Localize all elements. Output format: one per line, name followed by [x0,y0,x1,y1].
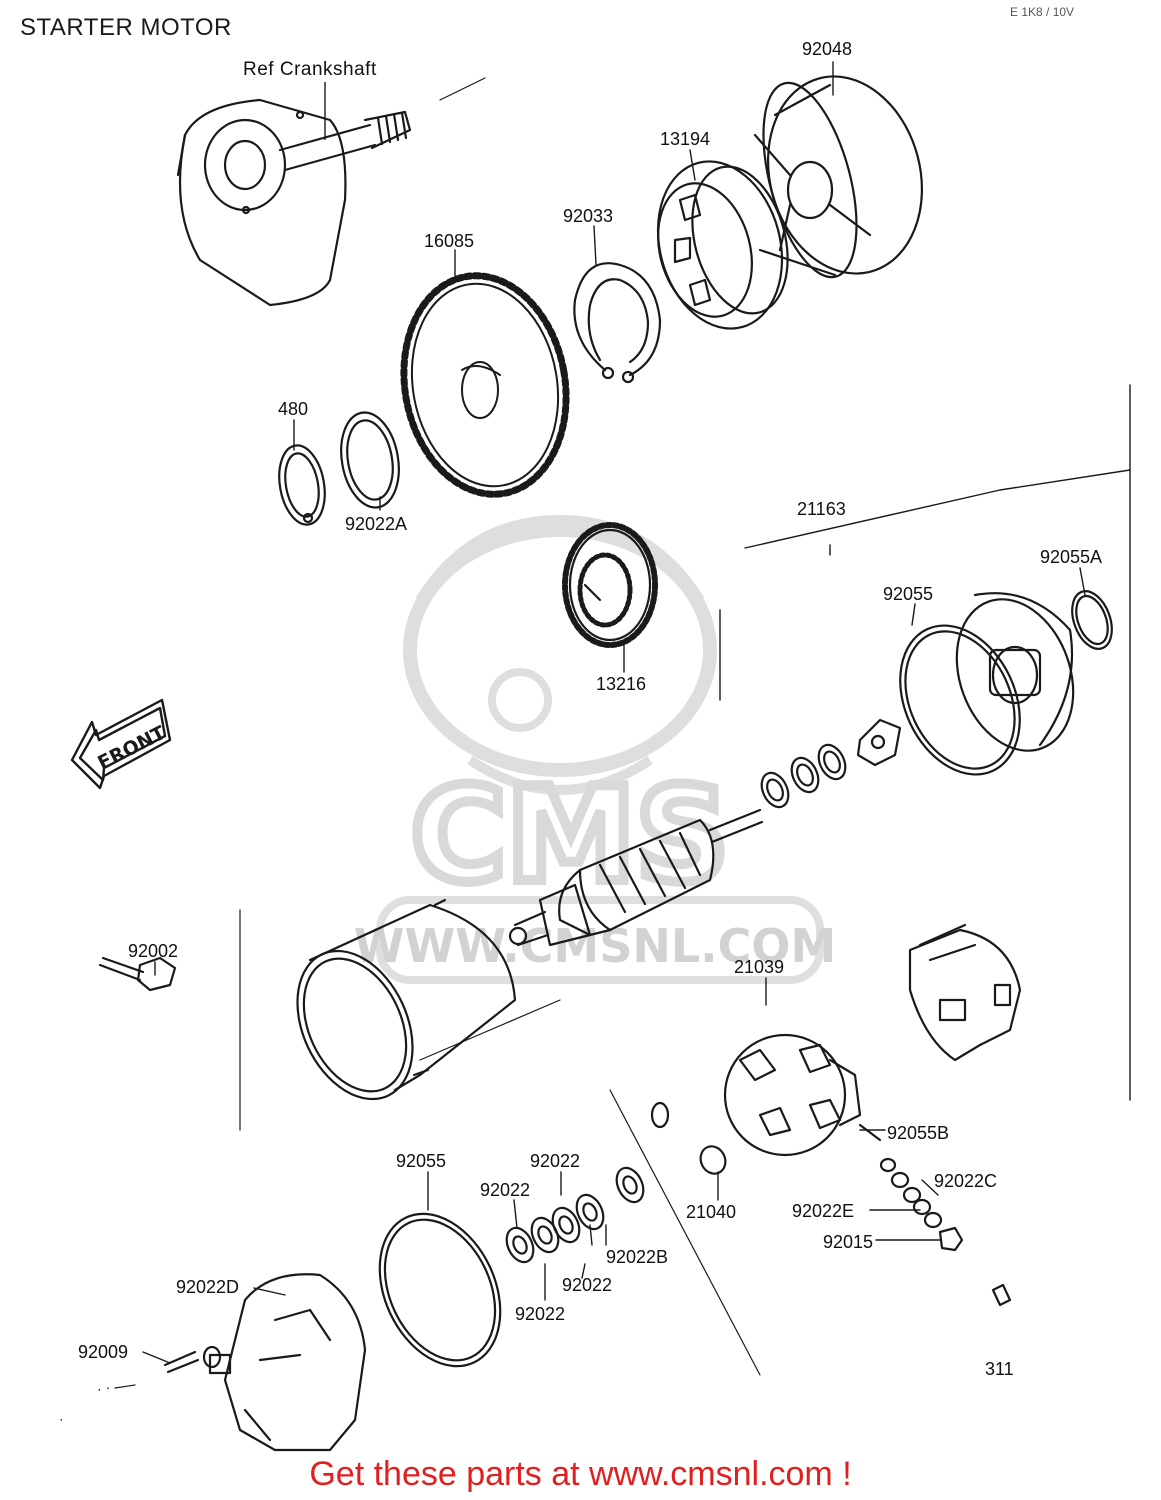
stray-marks: · · · [58,1381,112,1429]
brush-cover [908,923,1022,1062]
page-code: E 1K8 / 10V [1010,5,1075,19]
page-title: STARTER MOTOR [20,14,232,41]
callout: 92015 [823,1232,874,1252]
assembly-bracket-21163 [719,384,1131,1101]
watermark-logo [376,514,824,984]
callout: 21039 [734,957,785,977]
callout: 92022 [480,1180,531,1200]
starter-yoke [296,898,517,1101]
part-13216-reduction-gear [562,522,658,648]
part-13194-one-way-clutch [656,160,789,330]
callout: 21163 [797,499,846,519]
ref-crankshaft-label: Ref Crankshaft [243,59,377,80]
end-cover [955,592,1075,752]
callout: 92022B [606,1247,669,1267]
part-480-circlip [278,444,326,526]
footer-cta-link[interactable]: Get these parts at www.cmsnl.com ! [309,1455,852,1493]
part-92055-o-ring-upper [899,624,1021,776]
construction-lines [114,77,761,1389]
callout: 92055 [883,584,934,604]
part-92033-circlip [573,262,662,384]
callout: 92048 [802,39,853,59]
front-cover [208,1273,367,1452]
callout: 92022 [515,1304,566,1324]
callout: 92055B [887,1123,950,1143]
watermark-logo-text: CMS [411,759,729,911]
part-92002-bolt [98,956,177,992]
callout: 92033 [563,206,614,226]
part-92055A-seal [1071,590,1113,650]
callout: 92055 [396,1151,447,1171]
part-92055-o-ring-lower [378,1212,502,1368]
callout: 92022D [176,1277,240,1297]
leader-lines [142,61,1086,1364]
callout: 21040 [686,1202,737,1222]
callout: 92022 [530,1151,581,1171]
callout: 13216 [596,674,647,694]
armature-shims [760,718,902,809]
part-16085-idle-gear [400,272,570,498]
callout: 92022 [562,1275,613,1295]
crankcase-cover [176,98,347,307]
svg-text:· ·: · · [96,1381,112,1399]
part-92048-clutch-drum [753,75,924,279]
callout: 92002 [128,941,179,961]
part-21039-brush-holder [723,1033,882,1157]
callout: 92022C [934,1171,998,1191]
watermark-site: WWW.CMSNL.COM [354,919,837,973]
callout: 92022A [345,514,408,534]
lower-washers-92022 [505,1166,645,1264]
part-21040-brush [650,1101,727,1175]
callout: 13194 [660,129,711,149]
armature [508,808,764,947]
callout: 92009 [78,1342,129,1362]
callout: 92022E [792,1201,855,1221]
callout: 16085 [424,231,475,251]
callout: 311 [985,1359,1014,1379]
callout: 480 [278,399,309,419]
svg-text:·: · [58,1412,65,1429]
fastener-stack-92022C-92015 [879,1157,1012,1307]
callout: 92055A [1040,547,1103,567]
part-92022A-washer [340,411,400,509]
front-arrow [70,698,172,790]
